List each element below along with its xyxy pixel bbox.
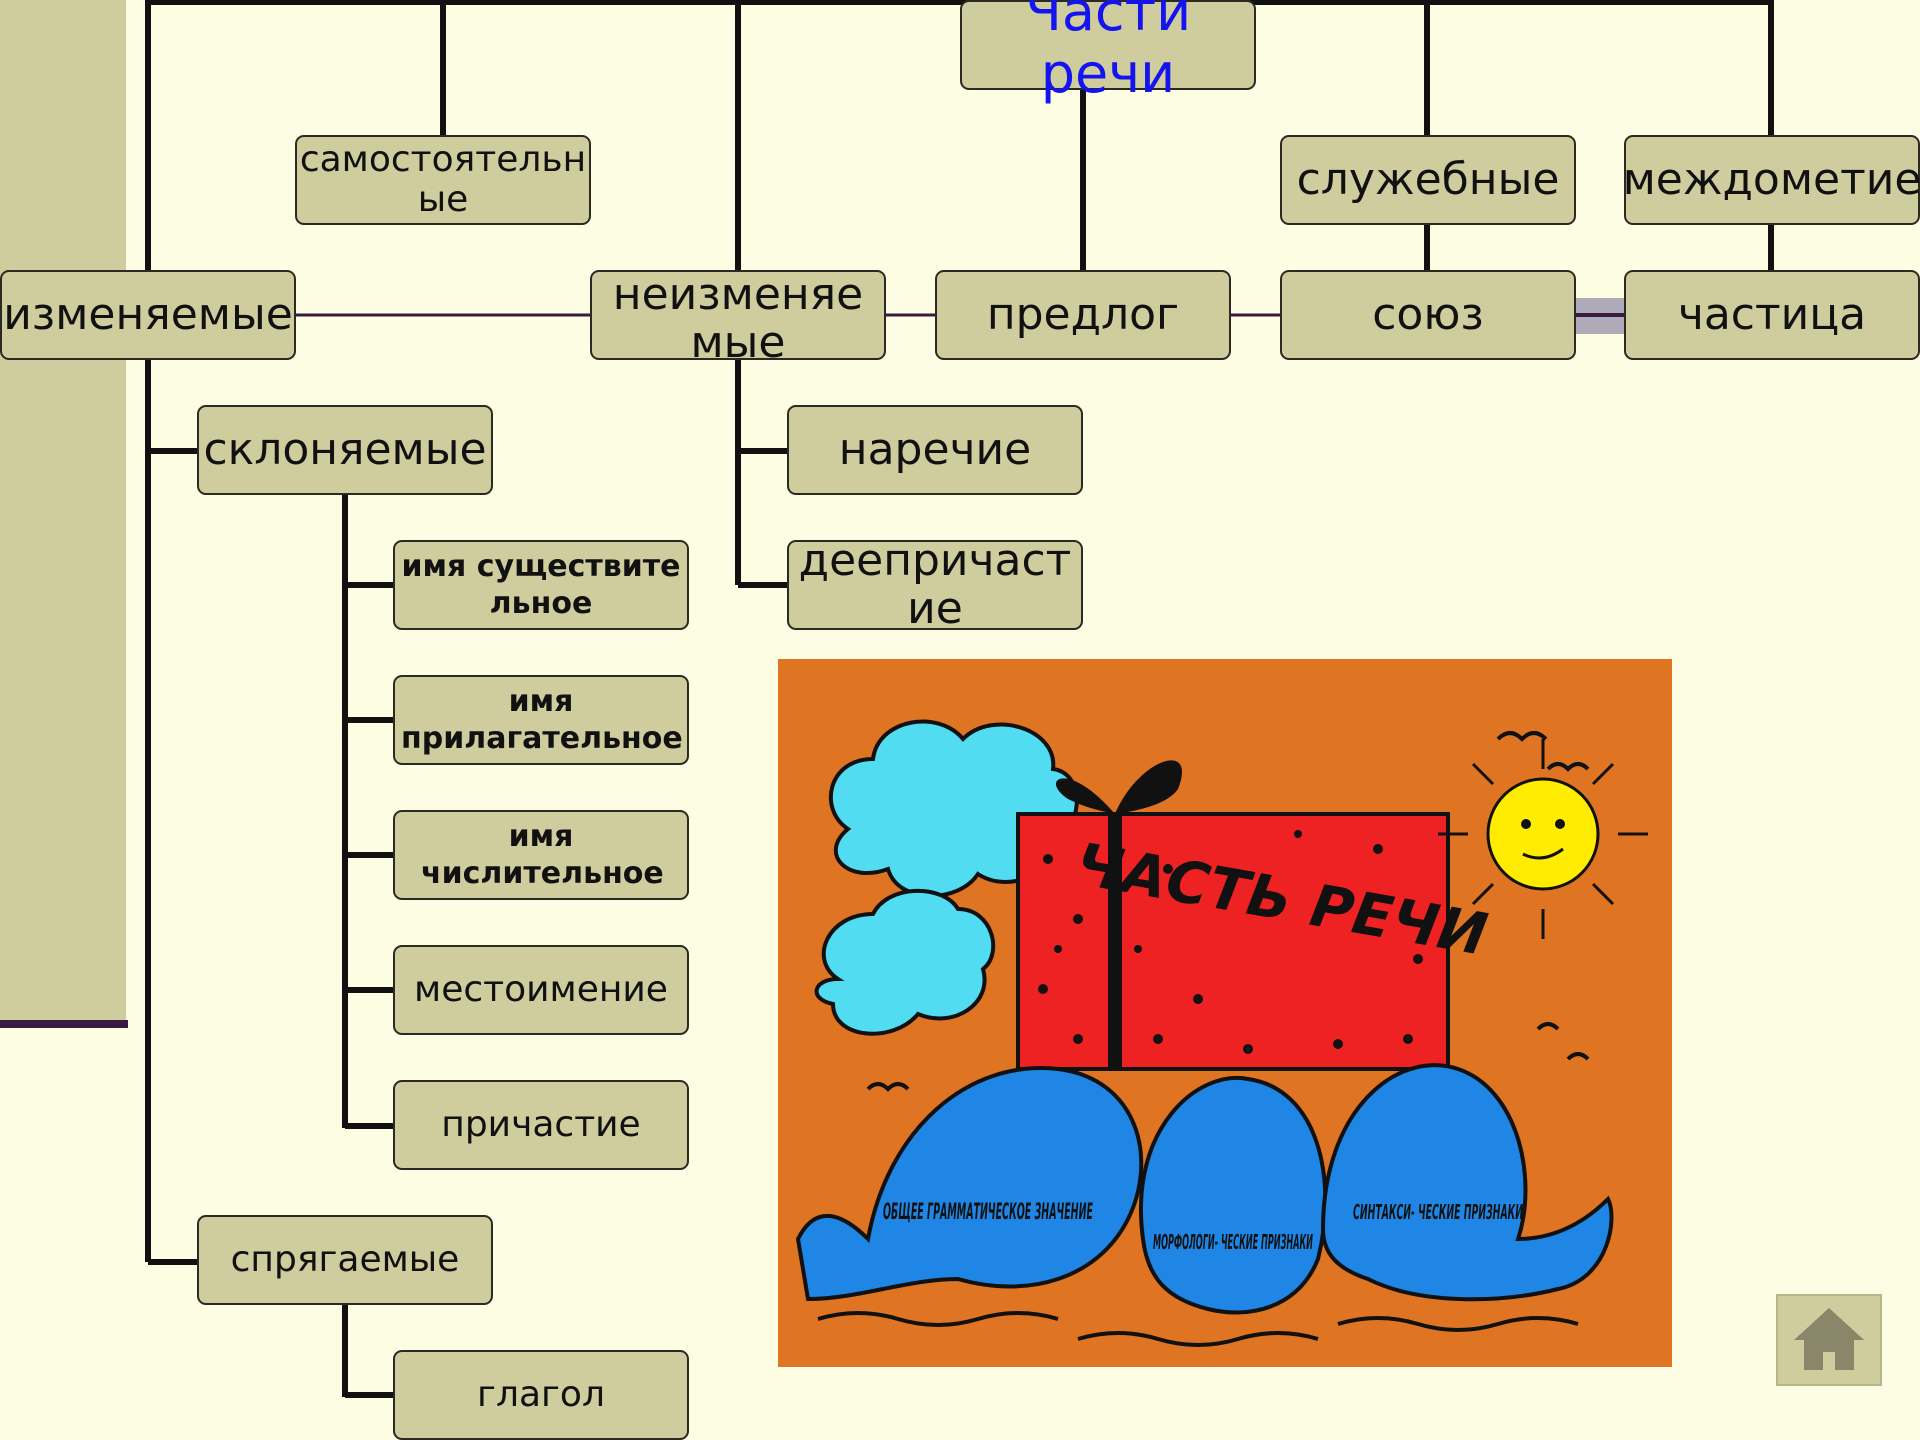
node-predlog: предлог xyxy=(935,270,1231,360)
node-sklonyaemye-label: склоняемые xyxy=(203,423,487,475)
node-samostoyatelnye-label: самостоятельные xyxy=(299,139,587,220)
whale-2-line: МОРФОЛОГИ- ЧЕСКИЕ ПРИЗНАКИ xyxy=(1153,1230,1313,1254)
whale-icon-2: МОРФОЛОГИ- ЧЕСКИЕ ПРИЗНАКИ xyxy=(1139,1075,1328,1315)
node-mezhdometie: междометие xyxy=(1622,135,1920,225)
node-mestoimenie-label: местоимение xyxy=(414,969,668,1011)
node-sklonyaemye: склоняемые xyxy=(197,405,493,495)
node-narechie-label: наречие xyxy=(838,423,1032,475)
node-izmenyaemye-label: изменяемые xyxy=(3,288,293,340)
whale-2-text: МОРФОЛОГИ- ЧЕСКИЕ ПРИЗНАКИ xyxy=(1153,1230,1313,1254)
node-glagol: глагол xyxy=(393,1350,689,1440)
node-prichastie-label: причастие xyxy=(441,1104,641,1146)
whale-icon-3: СИНТАКСИ- ЧЕСКИЕ ПРИЗНАКИ xyxy=(1320,1063,1614,1302)
node-mestoimenie: местоимение xyxy=(393,945,689,1035)
gift-icon: ЧАСТЬ РЕЧИ xyxy=(1016,760,1492,1071)
bird-icon xyxy=(866,731,1590,1092)
illustration-picture: ЧАСТЬ РЕЧИ xyxy=(778,659,1672,1367)
node-sushchestvitelnoe-label: имя существительное xyxy=(401,548,681,622)
node-sluzhebnye: служебные xyxy=(1280,135,1576,225)
whale-icon-1: ОБЩЕЕ ГРАММАТИЧЕСКОЕ ЗНАЧЕНИЕ xyxy=(795,1066,1144,1302)
node-neizmenyaemye-label: неизменяемые xyxy=(612,268,864,368)
home-icon xyxy=(1794,1308,1864,1370)
node-samostoyatelnye: самостоятельные xyxy=(295,135,591,225)
whale-1-text: ОБЩЕЕ ГРАММАТИЧЕСКОЕ ЗНАЧЕНИЕ xyxy=(883,1200,1093,1225)
node-izmenyaemye: изменяемые xyxy=(0,270,296,360)
whale-3-text: СИНТАКСИ- ЧЕСКИЕ ПРИЗНАКИ xyxy=(1353,1200,1523,1224)
node-prichastie: причастие xyxy=(393,1080,689,1170)
node-predlog-label: предлог xyxy=(986,288,1180,340)
left-sidebar xyxy=(0,0,126,1020)
node-chastitsa: частица xyxy=(1624,270,1920,360)
sidebar-underline xyxy=(0,1020,128,1028)
node-narechie: наречие xyxy=(787,405,1083,495)
node-chislitelnoe: имя числительное xyxy=(393,810,689,900)
node-deeprichastie: деепричастие xyxy=(787,536,1083,633)
whale-1-line: ОБЩЕЕ ГРАММАТИЧЕСКОЕ ЗНАЧЕНИЕ xyxy=(883,1200,1093,1225)
node-sushchestvitelnoe: имя существительное xyxy=(393,540,689,630)
whale-3-line: СИНТАКСИ- ЧЕСКИЕ ПРИЗНАКИ xyxy=(1353,1200,1523,1224)
node-mezhdometie-label: междометие xyxy=(1622,153,1920,205)
node-chastitsa-label: частица xyxy=(1677,288,1867,340)
node-spryagaemye-label: спрягаемые xyxy=(230,1239,460,1281)
home-button[interactable] xyxy=(1776,1294,1882,1386)
diagram-title: Части речи xyxy=(1024,0,1192,105)
node-spryagaemye: спрягаемые xyxy=(197,1215,493,1305)
node-prilagatelnoe: имя прилагательное xyxy=(393,675,689,765)
node-neizmenyaemye: неизменяемые xyxy=(590,270,886,367)
node-soyuz: союз xyxy=(1280,270,1576,360)
node-sluzhebnye-label: служебные xyxy=(1296,153,1560,205)
node-deeprichastie-label: деепричастие xyxy=(798,534,1072,634)
node-soyuz-label: союз xyxy=(1372,288,1484,340)
node-glagol-label: глагол xyxy=(477,1374,605,1416)
node-prilagatelnoe-label: имя прилагательное xyxy=(401,683,683,757)
title-box: Части речи xyxy=(960,0,1256,105)
sun-icon xyxy=(1438,739,1648,939)
node-chislitelnoe-label: имя числительное xyxy=(421,818,664,892)
